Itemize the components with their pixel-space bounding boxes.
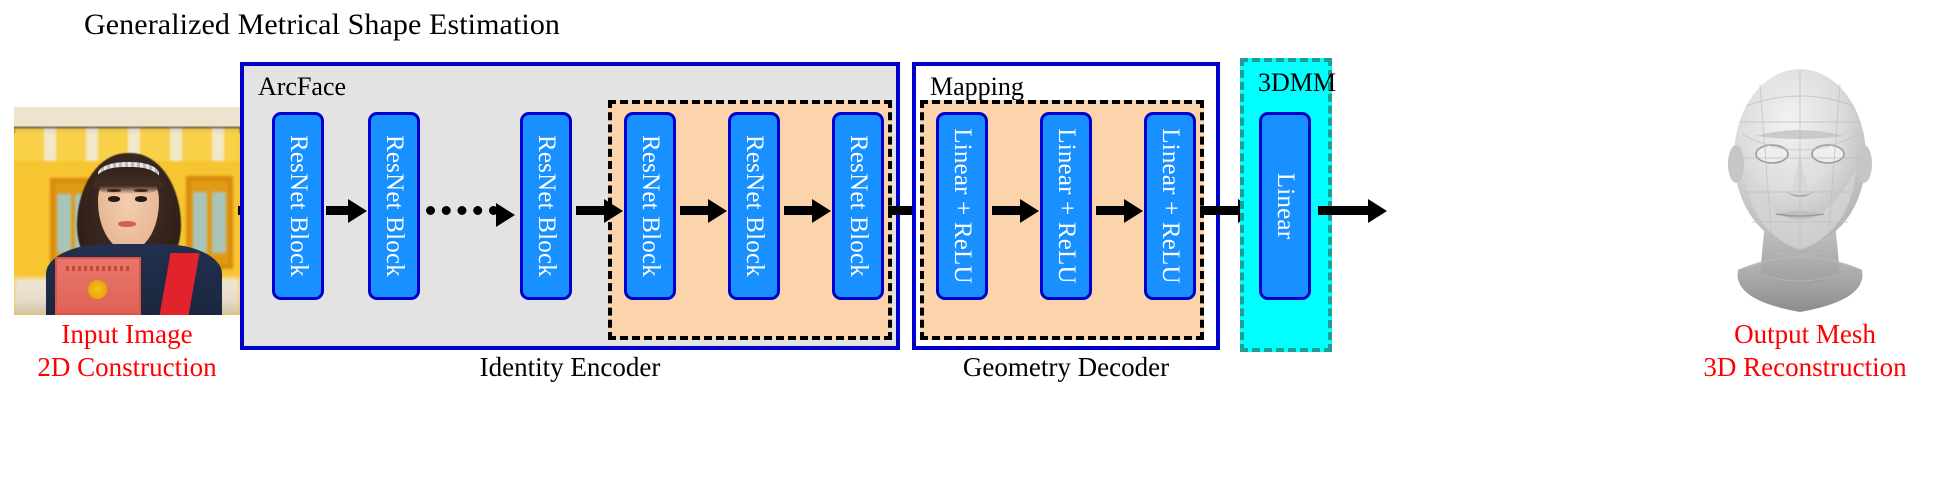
- linear-relu-block-3[interactable]: Linear + ReLU: [1144, 112, 1196, 300]
- arrow-resnet-3-to-4: [576, 206, 606, 215]
- arrow-linear-2-to-3: [1096, 206, 1126, 215]
- linear-block-tdmm-label: Linear: [1272, 172, 1299, 240]
- photo-subject-eye: [107, 196, 121, 202]
- resnet-block-6-label: ResNet Block: [845, 135, 872, 277]
- mesh-nostrils: [1786, 192, 1814, 197]
- resnet-block-4[interactable]: ResNet Block: [624, 112, 676, 300]
- arrow-resnet-4-to-5: [680, 206, 710, 215]
- resnet-block-1[interactable]: ResNet Block: [272, 112, 324, 300]
- output-caption-line-1: Output Mesh: [1734, 319, 1876, 349]
- arrow-resnet-ellipsis: [426, 206, 498, 215]
- photo-door-pane: [211, 192, 226, 253]
- resnet-block-2[interactable]: ResNet Block: [368, 112, 420, 300]
- mesh-ear-right: [1856, 145, 1872, 183]
- identity-encoder-caption: Identity Encoder: [479, 352, 661, 382]
- photo-door-pane: [57, 194, 71, 253]
- mesh-eye-right: [1812, 145, 1844, 163]
- mesh-eye-outline-left: [1755, 144, 1789, 164]
- photo-certificate: [54, 256, 141, 315]
- mesh-ear-left: [1728, 145, 1744, 183]
- linear-relu-block-2-label: Linear + ReLU: [1053, 128, 1080, 284]
- arrow-resnet-5-to-6: [784, 206, 814, 215]
- input-image-photo: [14, 107, 240, 315]
- mesh-eye-left: [1756, 145, 1788, 163]
- resnet-block-6[interactable]: ResNet Block: [832, 112, 884, 300]
- resnet-block-3[interactable]: ResNet Block: [520, 112, 572, 300]
- input-caption-line-1: Input Image: [61, 319, 193, 349]
- output-mesh-caption: Output Mesh 3D Reconstruction: [1655, 318, 1955, 384]
- resnet-block-2-label: ResNet Block: [381, 135, 408, 277]
- resnet-block-4-label: ResNet Block: [637, 135, 664, 277]
- resnet-block-3-label: ResNet Block: [533, 135, 560, 277]
- linear-relu-block-2[interactable]: Linear + ReLU: [1040, 112, 1092, 300]
- photo-subject-mouth: [117, 221, 137, 227]
- photo-certificate-text: [66, 266, 129, 271]
- photo-certificate-emblem: [87, 280, 108, 299]
- input-caption-line-2: 2D Construction: [37, 351, 217, 382]
- input-image-caption: Input Image 2D Construction: [12, 318, 242, 384]
- arrow-resnet-1-to-2: [326, 206, 350, 215]
- linear-relu-block-1-label: Linear + ReLU: [949, 128, 976, 284]
- arrow-decoder-to-3dmm: [1200, 206, 1240, 215]
- arrow-encoder-to-decoder: [888, 206, 918, 215]
- output-mesh-render: [1728, 69, 1872, 312]
- mesh-jaw: [1744, 170, 1856, 250]
- mapping-module-label: Mapping: [930, 72, 1024, 101]
- resnet-block-1-label: ResNet Block: [285, 135, 312, 277]
- photo-subject-bangs: [93, 167, 164, 195]
- resnet-block-5[interactable]: ResNet Block: [728, 112, 780, 300]
- tdmm-module-label: 3DMM: [1258, 68, 1337, 97]
- linear-block-tdmm[interactable]: Linear: [1259, 112, 1311, 300]
- arrow-linear-1-to-2: [992, 206, 1022, 215]
- photo-subject-eyebrow: [133, 189, 149, 192]
- geometry-decoder-caption: Geometry Decoder: [962, 352, 1170, 382]
- photo-subject-eye: [134, 196, 148, 202]
- mesh-eye-outline-right: [1811, 144, 1845, 164]
- mesh-wireframe: [1736, 70, 1864, 282]
- linear-relu-block-3-label: Linear + ReLU: [1157, 128, 1184, 284]
- linear-relu-block-1[interactable]: Linear + ReLU: [936, 112, 988, 300]
- resnet-block-5-label: ResNet Block: [741, 135, 768, 277]
- photo-door-pane: [192, 192, 208, 253]
- page-title: Generalized Metrical Shape Estimation: [84, 8, 561, 41]
- photo-subject-eyebrow: [106, 189, 122, 192]
- arrow-3dmm-to-output: [1318, 206, 1370, 215]
- arcface-module-label: ArcFace: [258, 72, 347, 101]
- output-caption-line-2: 3D Reconstruction: [1703, 351, 1907, 382]
